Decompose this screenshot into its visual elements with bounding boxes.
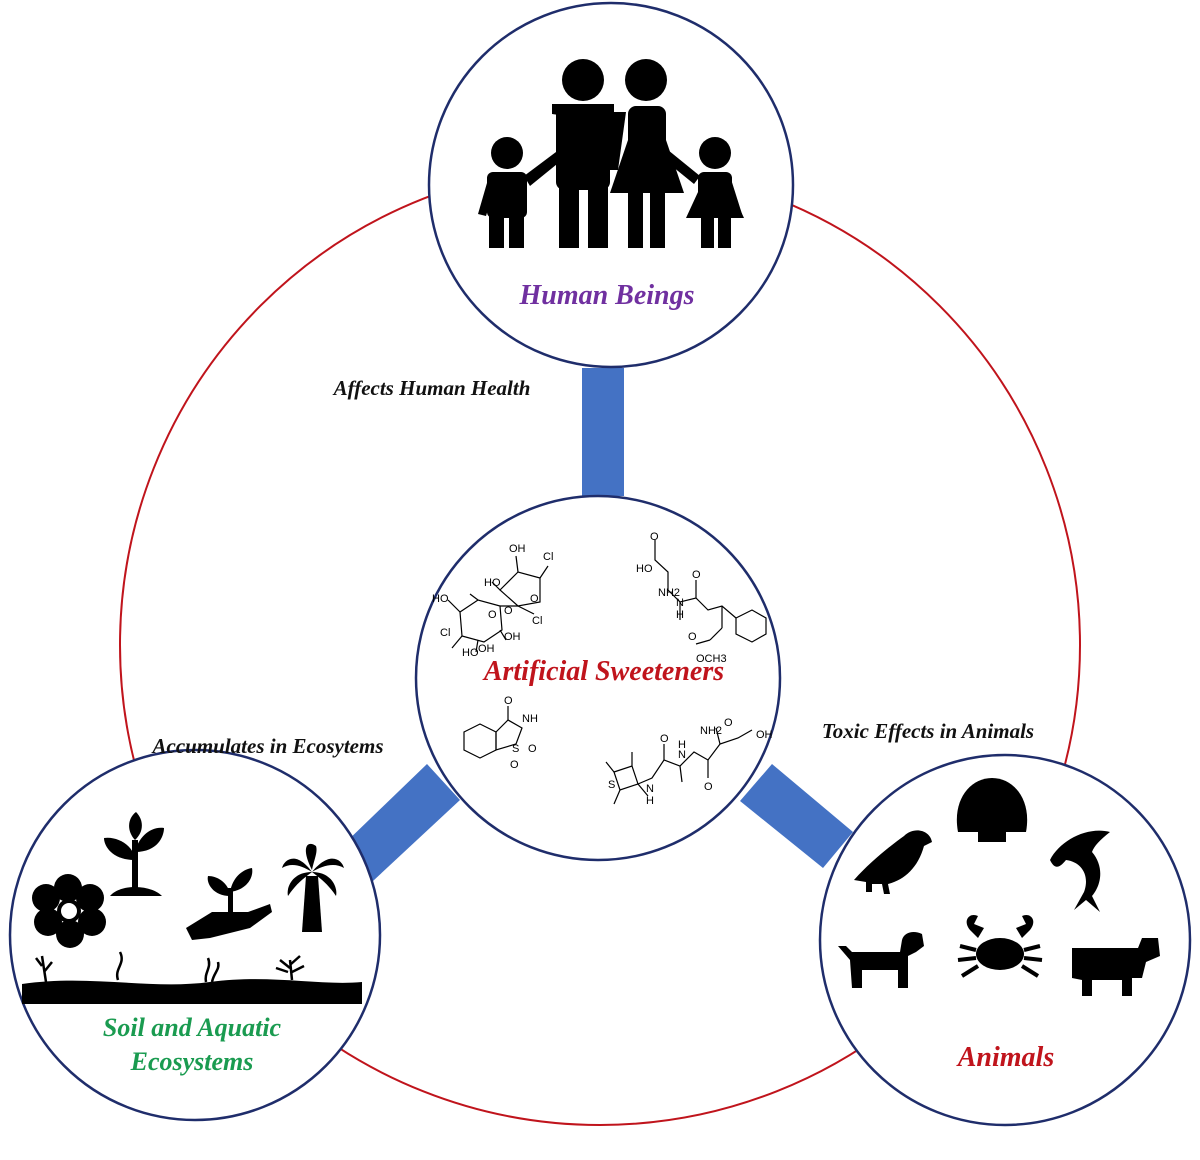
connector-ecosystems [342, 764, 460, 881]
alitame-atom: O [704, 781, 713, 793]
sucralose-atom: HO [484, 577, 501, 589]
alitame-atom: N [646, 783, 654, 795]
dolphin-icon [1050, 830, 1110, 912]
sucralose-atom: O [488, 609, 497, 621]
sucralose-atom: Cl [440, 627, 450, 639]
saccharin-atom: O [528, 743, 537, 755]
connector-animals [740, 764, 853, 868]
seaweed-icon [35, 951, 305, 983]
saccharin-atom: O [504, 695, 513, 707]
aspartame-atom: O [692, 569, 701, 581]
human-node-label: Human Beings [518, 280, 694, 311]
aspartame-atom: H [676, 609, 684, 621]
aspartame-structure [654, 540, 767, 645]
aspartame-atom: O [688, 631, 697, 643]
animals-node-label: Animals [956, 1042, 1055, 1073]
sucralose-atom: O [504, 605, 513, 617]
alitame-atom: S [608, 779, 615, 791]
ecosystems-node-label-line1: Soil and Aquatic [103, 1013, 282, 1042]
sucralose-atom: OH [504, 631, 521, 643]
edge-label-ecosystems: Accumulates in Ecosytems [151, 734, 384, 758]
sucralose-atom: OH [509, 543, 526, 555]
alitame-atom: NH2 [700, 725, 722, 737]
alitame-atom: N [678, 749, 686, 761]
aspartame-atom: NH2 [658, 587, 680, 599]
family-icon [478, 59, 744, 248]
shell-icon [956, 778, 1028, 842]
saccharin-atom: NH [522, 713, 538, 725]
center-node-label: Artificial Sweeteners [482, 656, 724, 687]
sucralose-structure [447, 555, 549, 653]
saccharin-atom: S [512, 743, 519, 755]
alitame-structure [605, 727, 753, 805]
alitame-atom: O [724, 717, 733, 729]
sprout-icon [104, 812, 164, 896]
edge-label-human: Affects Human Health [332, 376, 531, 400]
sucralose-labels: HO OH HO O O Cl Cl O OH HO OH Cl [432, 543, 553, 659]
sucralose-atom: Cl [543, 551, 553, 563]
saccharin-labels: O NH S O O [504, 695, 538, 771]
dog-icon [838, 932, 924, 988]
ecosystems-node-label-line2: Ecosystems [130, 1047, 254, 1076]
saccharin-structure [463, 706, 523, 759]
aspartame-labels: HO O NH2 N H O O OCH3 [636, 531, 727, 665]
center-node [414, 494, 782, 862]
alitame-atom: OH [756, 729, 773, 741]
hand-plant-icon [186, 868, 272, 940]
alitame-atom: O [660, 733, 669, 745]
aspartame-atom: O [650, 531, 659, 543]
sucralose-atom: Cl [532, 615, 542, 627]
saccharin-atom: O [510, 759, 519, 771]
edge-label-animals: Toxic Effects in Animals [822, 719, 1034, 743]
aspartame-atom: OCH3 [696, 653, 727, 665]
alitame-atom: H [646, 795, 654, 807]
alitame-labels: S N H O NH2 O OH N H O [608, 717, 773, 807]
flower-icon [32, 874, 106, 948]
sucralose-atom: O [530, 593, 539, 605]
cow-icon [1072, 938, 1160, 996]
bird-icon [854, 830, 932, 894]
sucralose-atom: OH [478, 643, 495, 655]
connector-human [582, 368, 624, 496]
crab-icon [957, 914, 1043, 978]
aspartame-atom: HO [636, 563, 653, 575]
aspartame-atom: N [676, 597, 684, 609]
sucralose-atom: HO [432, 593, 449, 605]
alitame-atom: H [678, 739, 686, 751]
ground-icon [22, 979, 362, 1004]
palm-tree-icon [282, 843, 344, 932]
sucralose-atom: HO [462, 647, 479, 659]
human-node [427, 1, 795, 369]
